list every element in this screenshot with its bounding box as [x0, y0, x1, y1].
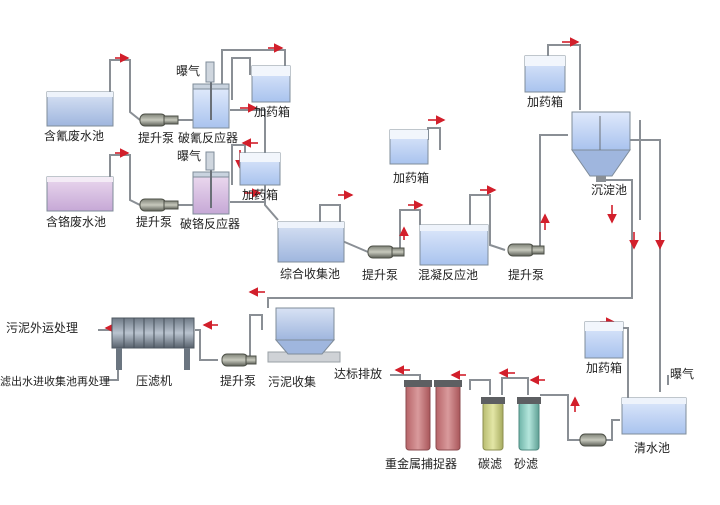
flow-arrows — [104, 37, 665, 412]
lift-pump-label: 提升泵 — [138, 130, 174, 145]
lift-pump-label: 提升泵 — [136, 214, 172, 229]
dosing-box-label: 加药箱 — [586, 360, 622, 375]
dosing-box-label: 加药箱 — [242, 187, 278, 202]
collection-pool-label: 综合收集池 — [280, 266, 340, 281]
sludge-collection-label: 污泥收集 — [268, 374, 316, 389]
cyanide-wastewater-pool — [46, 91, 114, 127]
sedimentation-tank — [571, 111, 631, 182]
dosing-box-1 — [251, 65, 291, 103]
heavy-metal-label: 重金属捕捉器 — [385, 456, 457, 471]
chrome-pool-label: 含铬废水池 — [46, 214, 106, 229]
dosing-box-2 — [239, 152, 281, 186]
lift-pump-icon — [367, 245, 405, 259]
pump-icon — [579, 433, 607, 447]
chrome-wastewater-pool — [46, 176, 114, 212]
chrome-reactor — [192, 151, 230, 215]
clear-pool-label: 清水池 — [634, 441, 670, 455]
sand-filter — [517, 397, 541, 451]
chrome-reactor-label: 破铬反应器 — [180, 216, 240, 231]
aeration-label: 曝气 — [176, 63, 200, 78]
cyanide-reactor-label: 破氰反应器 — [178, 130, 238, 145]
labels: 含氰废水池 含铬废水池 提升泵 提升泵 破氰反应器 破铬反应器 曝气 曝气 加药… — [0, 63, 694, 471]
discharge-label: 达标排放 — [334, 366, 382, 381]
dosing-box-3 — [389, 129, 429, 165]
dosing-box-label: 加药箱 — [393, 170, 429, 185]
filtrate-return-label: 滤出水进收集池再处理 — [0, 374, 110, 388]
lift-pump-icon — [507, 243, 545, 257]
coagulation-pool — [419, 224, 489, 266]
filter-press — [111, 317, 195, 370]
lift-pump-icon — [139, 198, 179, 212]
dosing-box-label: 加药箱 — [527, 94, 563, 109]
carbon-filter-label: 碳滤 — [478, 457, 502, 471]
sedimentation-label: 沉淀池 — [591, 183, 627, 197]
dosing-box-label: 加药箱 — [254, 104, 290, 119]
cyanide-reactor — [192, 61, 230, 129]
dosing-box-4 — [524, 55, 566, 93]
aeration-label: 曝气 — [670, 366, 694, 381]
clear-water-pool — [621, 397, 687, 435]
carbon-filter — [481, 397, 505, 451]
filter-press-label: 压滤机 — [136, 374, 172, 388]
sludge-out-label: 污泥外运处理 — [6, 321, 78, 335]
lift-pump-label: 提升泵 — [362, 267, 398, 282]
aeration-label: 曝气 — [177, 148, 201, 163]
sludge-collection-tank — [267, 307, 341, 363]
cyanide-pool-label: 含氰废水池 — [44, 128, 104, 143]
dosing-box-5 — [584, 321, 624, 359]
coagulation-pool-label: 混凝反应池 — [418, 267, 478, 282]
lift-pump-icon — [139, 113, 179, 127]
lift-pump-label: 提升泵 — [220, 373, 256, 388]
lift-pump-icon — [221, 353, 257, 367]
lift-pump-label: 提升泵 — [508, 267, 544, 282]
sand-filter-label: 砂滤 — [514, 457, 538, 471]
heavy-metal-catcher — [404, 380, 462, 451]
collection-pool — [277, 221, 345, 263]
